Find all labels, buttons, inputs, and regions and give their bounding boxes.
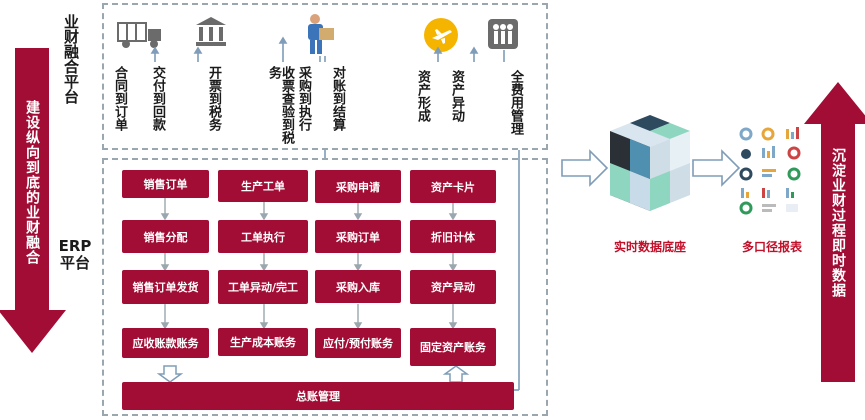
left-down-arrow [0, 48, 66, 353]
erp-platform-box [102, 158, 548, 416]
process-label: 收票查验到税务 [266, 66, 294, 144]
worker-icon [299, 13, 339, 55]
erp-box[interactable]: 工单执行 [218, 220, 308, 253]
process-label: 交付到回款 [150, 66, 165, 131]
erp-box[interactable]: 固定资产账务 [410, 328, 496, 366]
general-ledger-bar[interactable]: 总账管理 [122, 382, 514, 410]
plane-icon [424, 18, 458, 52]
right-up-arrow [804, 82, 865, 382]
people-icon [488, 19, 518, 49]
left-arrow-text: 建设纵向到底的业财融合 [24, 100, 40, 265]
truck-icon [117, 17, 162, 49]
process-label: 对账到结算 [330, 66, 345, 131]
erp-box[interactable]: 生产成本账务 [218, 328, 308, 356]
erp-box[interactable]: 销售订单 [122, 170, 209, 198]
erp-box[interactable]: 销售分配 [122, 220, 209, 253]
reports-thumbnail-grid [738, 126, 802, 215]
process-label: 全费用管理 [508, 70, 523, 135]
erp-box[interactable]: 应收账款账务 [122, 328, 209, 358]
erp-title: ERP平台 [55, 238, 95, 272]
erp-box[interactable]: 销售订单发货 [122, 270, 209, 304]
process-label: 开票到税务 [206, 66, 221, 131]
erp-box[interactable]: 折旧计体 [410, 220, 496, 253]
right-arrow-text: 沉淀业财过程即时数据 [830, 148, 846, 298]
erp-box[interactable]: 采购申请 [315, 170, 401, 203]
erp-box[interactable]: 资产卡片 [410, 170, 496, 203]
data-cube-icon [606, 115, 694, 215]
erp-box[interactable]: 工单异动/完工 [218, 270, 308, 304]
erp-box[interactable]: 采购入库 [315, 270, 401, 303]
multi-report-label: 多口径报表 [742, 240, 803, 254]
erp-title-text: ERP平台 [58, 237, 92, 272]
erp-box[interactable]: 生产工单 [218, 170, 308, 202]
process-label: 资产形成 [415, 70, 430, 122]
realtime-data-label: 实时数据底座 [614, 240, 687, 254]
process-label: 采购到执行 [296, 66, 311, 131]
business-platform-box [102, 3, 548, 150]
platform-title: 业财融合平台 [62, 14, 80, 104]
erp-box[interactable]: 应付/预付账务 [315, 328, 401, 358]
erp-box[interactable]: 采购订单 [315, 220, 401, 253]
erp-box[interactable]: 资产异动 [410, 270, 496, 304]
process-label: 合同到订单 [112, 66, 127, 131]
bank-icon [196, 17, 226, 47]
process-label: 资产异动 [449, 70, 464, 122]
